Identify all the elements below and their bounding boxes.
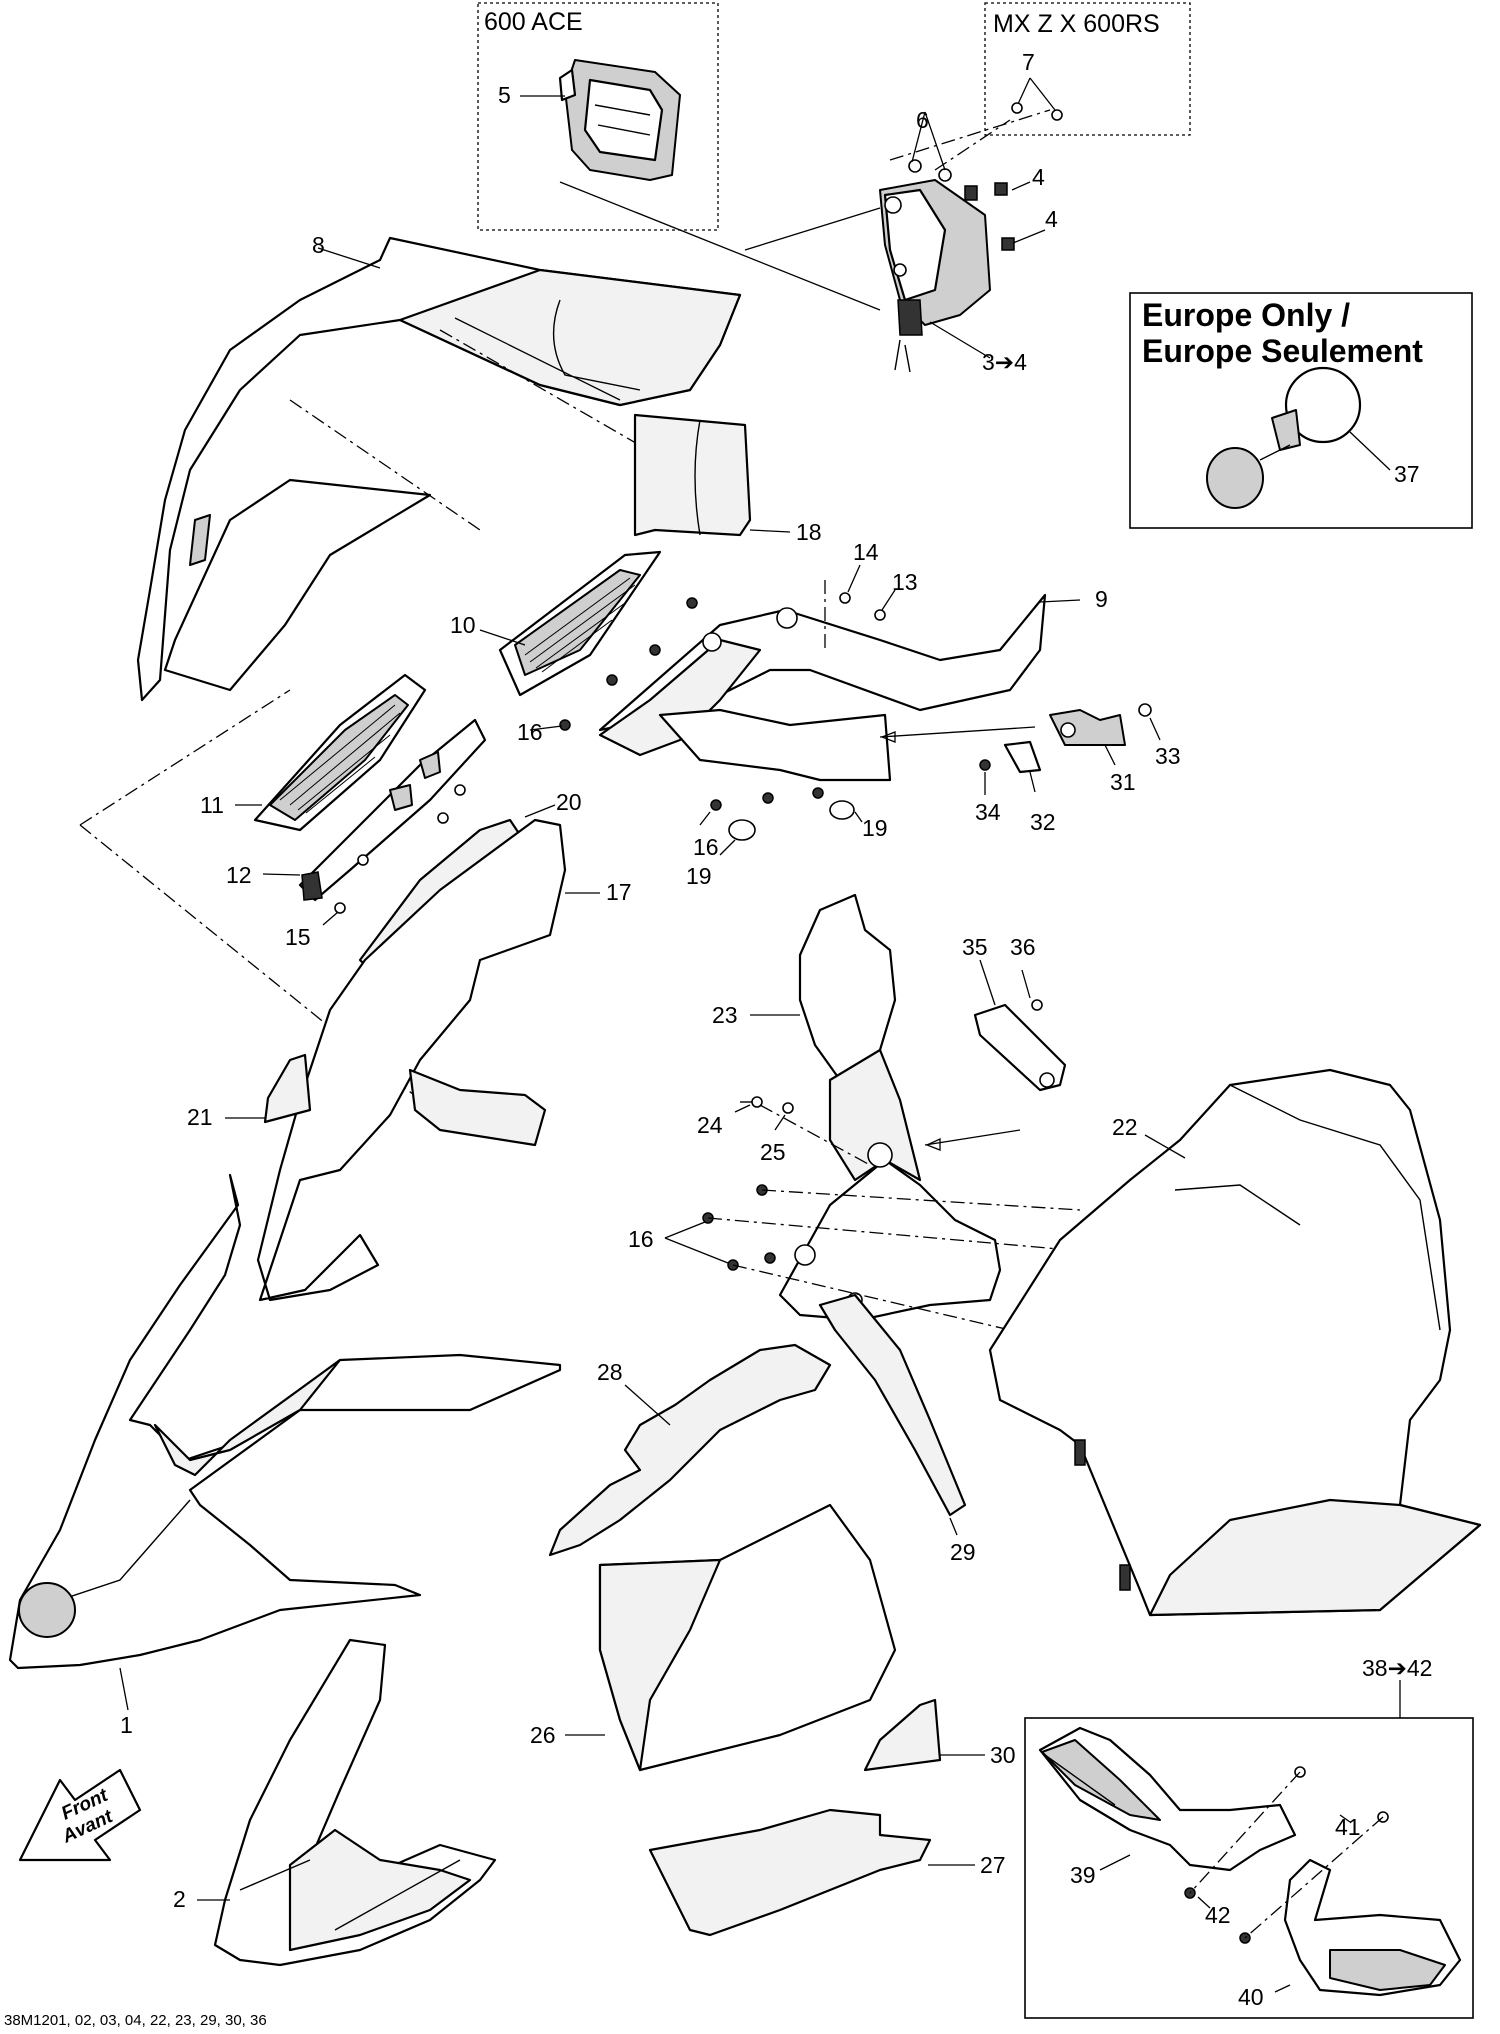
part-10-grille[interactable] <box>498 550 662 697</box>
callout-8: 8 <box>312 232 325 258</box>
callout-35: 35 <box>962 934 988 960</box>
part-25-washer[interactable] <box>782 1102 794 1114</box>
europe-title-line2: Europe Seulement <box>1142 333 1423 369</box>
part-31-hinge[interactable] <box>1049 709 1126 746</box>
part-39-handguard-left[interactable] <box>1038 1726 1297 1872</box>
footer-code: 38M1201, 02, 03, 04, 22, 23, 29, 30, 36 <box>4 2012 267 2029</box>
part-37-bulb[interactable] <box>1206 366 1362 509</box>
callout-32: 32 <box>1030 809 1056 835</box>
callout-15: 15 <box>285 924 311 950</box>
part-32-plate[interactable] <box>1003 740 1042 774</box>
front-arrow: Front Avant <box>18 1768 142 1862</box>
callout-2: 2 <box>173 1886 186 1912</box>
part-33-bolt[interactable] <box>1138 703 1152 717</box>
callout-14: 14 <box>853 539 879 565</box>
callout-23: 23 <box>712 1002 738 1028</box>
callout-29: 29 <box>950 1539 976 1565</box>
callout-18: 18 <box>796 519 822 545</box>
part-16-washers-upper[interactable] <box>559 597 698 731</box>
callout-19a: 19 <box>862 815 888 841</box>
part-19-grommets[interactable] <box>728 800 855 841</box>
callout-21: 21 <box>187 1104 213 1130</box>
part-34-nut[interactable] <box>979 759 991 771</box>
kit-label: 38➔42 <box>1362 1655 1432 1681</box>
callout-22: 22 <box>1112 1114 1138 1140</box>
part-18-deflector[interactable] <box>633 413 752 537</box>
part-2-lower-nose[interactable] <box>213 1638 497 1967</box>
callout-36: 36 <box>1010 934 1036 960</box>
callout-24: 24 <box>697 1112 723 1138</box>
part-6-screws[interactable] <box>908 159 952 182</box>
part-22-side-panel[interactable] <box>988 1068 1482 1617</box>
callout-34: 34 <box>975 799 1001 825</box>
callout-10: 10 <box>450 612 476 638</box>
part-21-pad[interactable] <box>263 1053 312 1124</box>
part-9-frame[interactable] <box>598 593 1047 782</box>
part-12-bracket[interactable] <box>298 718 487 902</box>
part-16-washers-mid[interactable] <box>710 787 824 811</box>
callout-11: 11 <box>200 792 224 818</box>
callout-4b: 4 <box>1045 206 1058 232</box>
callout-5: 5 <box>498 82 511 108</box>
callout-12: 12 <box>226 862 252 888</box>
part-29-strip[interactable] <box>818 1293 967 1517</box>
europe-title-line1: Europe Only / <box>1142 297 1350 333</box>
callout-25: 25 <box>760 1139 786 1165</box>
callout-39: 39 <box>1070 1862 1096 1888</box>
part-30-pad[interactable] <box>863 1698 942 1772</box>
callout-30: 30 <box>990 1742 1016 1768</box>
part-35-strap[interactable] <box>973 1003 1067 1092</box>
callout-16b: 16 <box>693 834 719 860</box>
callout-13: 13 <box>892 569 918 595</box>
callout-33: 33 <box>1155 743 1181 769</box>
callout-20: 20 <box>556 789 582 815</box>
part-13-14-hardware[interactable] <box>839 592 886 621</box>
callout-1: 1 <box>120 1712 133 1738</box>
callout-40: 40 <box>1238 1984 1264 2010</box>
callout-4a: 4 <box>1032 164 1045 190</box>
part-8-hood[interactable] <box>136 236 742 702</box>
callout-6: 6 <box>916 107 929 133</box>
ace-headlight-box: 600 ACE 5 <box>477 2 719 231</box>
callout-7: 7 <box>1022 49 1035 75</box>
part-1-nose[interactable] <box>8 1173 562 1670</box>
part-26-panel[interactable] <box>598 1503 897 1772</box>
callout-42: 42 <box>1205 1902 1231 1928</box>
part-5-headlight[interactable] <box>558 59 681 181</box>
callout-31: 31 <box>1110 769 1136 795</box>
part-15-screws[interactable] <box>334 784 466 914</box>
part-4-nuts[interactable] <box>964 182 1015 251</box>
part-7-screw[interactable] <box>1011 102 1063 121</box>
callout-17: 17 <box>606 879 632 905</box>
callout-3-4: 3➔4 <box>982 349 1027 375</box>
part-27-trim[interactable] <box>648 1808 932 1937</box>
callout-16c: 16 <box>628 1226 654 1252</box>
callout-28: 28 <box>597 1359 623 1385</box>
headlight-bracket-assembly[interactable] <box>879 179 991 373</box>
mxz-box-title: MX Z X 600RS <box>993 10 1160 38</box>
callout-26: 26 <box>530 1722 556 1748</box>
part-40-handguard-right[interactable] <box>1283 1858 1462 1997</box>
callout-27: 27 <box>980 1852 1006 1878</box>
callout-37: 37 <box>1394 461 1420 487</box>
mxz-box: MX Z X 600RS 7 <box>984 2 1191 136</box>
part-17-side-panel[interactable] <box>256 818 567 1302</box>
callout-19b: 19 <box>686 863 712 889</box>
part-36-bolt[interactable] <box>1031 999 1043 1011</box>
part-24-bolt[interactable] <box>740 1096 763 1108</box>
part-11-grille[interactable] <box>253 673 427 832</box>
handguard-kit-box: 41 42 39 40 <box>1024 1717 1474 2019</box>
ace-box-title: 600 ACE <box>484 8 583 36</box>
callout-9: 9 <box>1095 586 1108 612</box>
callout-16a: 16 <box>517 719 543 745</box>
part-28-trim[interactable] <box>548 1343 832 1557</box>
europe-only-box: Europe Only / Europe Seulement 37 <box>1129 292 1473 529</box>
callout-41: 41 <box>1335 1814 1361 1840</box>
